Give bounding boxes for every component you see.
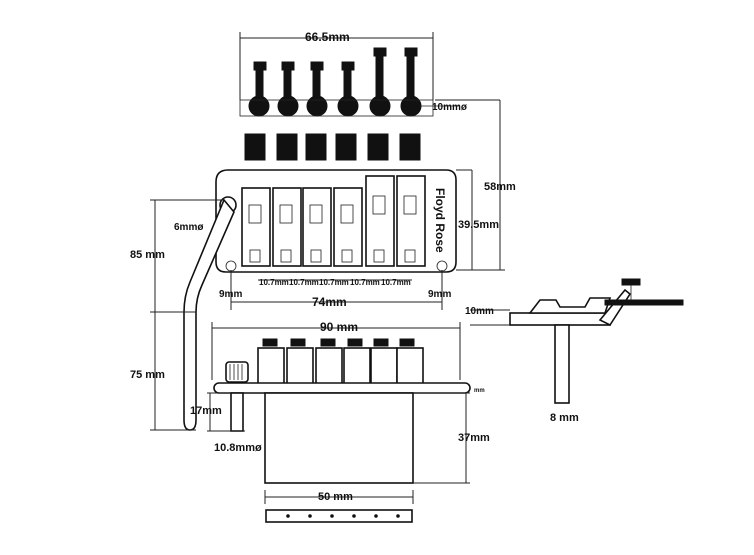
label-edge-left: 9mm	[219, 289, 242, 300]
front-view: 90 mm mm	[190, 320, 490, 523]
fine-tuner-5	[369, 47, 391, 117]
label-spacing-2: 10.7mm	[289, 278, 319, 287]
top-view: 66.5mm	[174, 30, 516, 310]
fine-tuner-4	[337, 61, 359, 117]
saddles	[241, 175, 426, 267]
label-spacing-5: 10.7mm	[381, 278, 411, 287]
fine-tuners	[248, 47, 422, 117]
label-arm-75: 75 mm	[130, 369, 165, 381]
label-arm-85: 85 mm	[130, 249, 165, 261]
label-knob-dia: 10mmø	[432, 102, 468, 113]
dim-post-span: 9mm 9mm 74mm	[219, 270, 451, 310]
bottom-plate	[265, 509, 413, 523]
sustain-block	[264, 392, 414, 484]
label-width-top: 66.5mm	[305, 30, 350, 44]
label-base-width: 90 mm	[320, 320, 358, 334]
dim-base-width: 90 mm	[211, 320, 461, 380]
fine-tuner-3	[306, 61, 328, 117]
label-height-body: 39.5mm	[458, 219, 499, 231]
label-block-depth: 37mm	[458, 432, 490, 444]
label-stud-height: 17mm	[190, 405, 222, 417]
dim-saddle-spacing: 10.7mm 10.7mm 10.7mm 10.7mm 10.7mm	[258, 278, 412, 287]
label-edge-right: 9mm	[428, 289, 451, 300]
dim-heights: 58mm 39.5mm	[435, 99, 516, 271]
label-stud-dia: 10.8mmø	[214, 442, 262, 454]
fine-tuner-2	[277, 61, 299, 117]
fine-tuner-1	[248, 61, 270, 117]
tremolo-arm: 85 mm 75 mm	[130, 198, 235, 431]
label-block-width: 50 mm	[318, 491, 353, 503]
side-view: 10mm 8 mm	[465, 278, 684, 424]
label-plate-mm: mm	[474, 388, 485, 394]
stud: 17mm 10.8mmø	[190, 361, 262, 454]
front-plate	[213, 382, 471, 394]
label-side-stud: 8 mm	[550, 412, 579, 424]
label-bar-dia: 6mmø	[174, 222, 204, 233]
label-spacing-3: 10.7mm	[319, 278, 349, 287]
front-saddles	[257, 338, 424, 387]
tuner-bar	[239, 99, 434, 117]
label-side-height: 10mm	[465, 306, 494, 317]
fine-tuner-6	[400, 47, 422, 117]
label-spacing-1: 10.7mm	[259, 278, 289, 287]
tuner-screws	[244, 133, 421, 161]
label-post-span: 74mm	[312, 295, 347, 309]
brand-text: Floyd Rose	[433, 188, 447, 253]
dim-width-top: 66.5mm	[239, 30, 434, 100]
label-height-total: 58mm	[484, 181, 516, 193]
label-spacing-4: 10.7mm	[350, 278, 380, 287]
